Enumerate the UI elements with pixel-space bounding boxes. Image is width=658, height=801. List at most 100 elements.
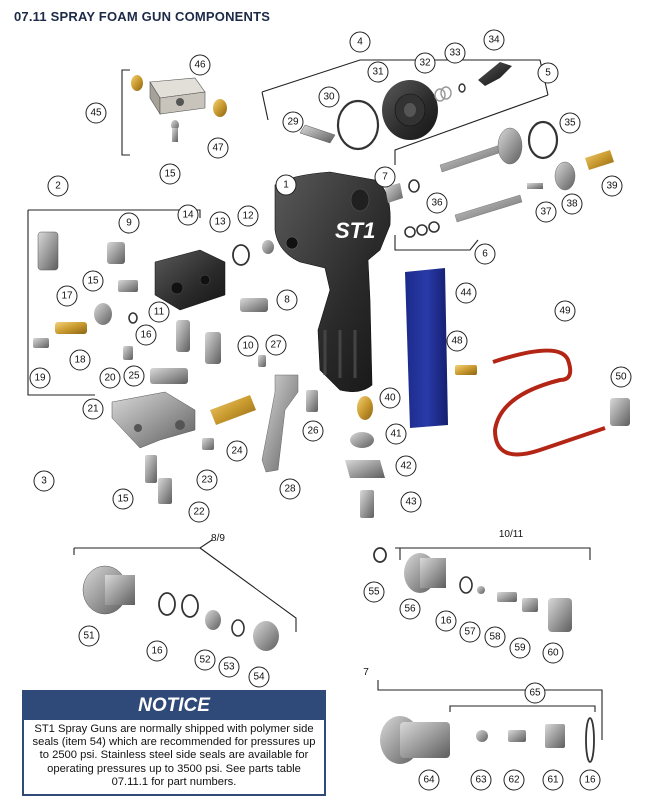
callout-54: 54 [248,666,270,688]
part-31-end-cap [382,80,438,140]
svg-text:7: 7 [382,172,388,183]
part-33-o-ring [458,83,466,93]
part-46-block [131,75,227,142]
svg-text:3: 3 [41,476,47,487]
svg-text:20: 20 [104,373,116,384]
part-50-ball-valve [610,398,630,426]
callout-4: 4 [349,31,371,53]
svg-text:16: 16 [440,616,452,627]
svg-text:6: 6 [482,249,488,260]
callout-8: 8 [276,289,298,311]
svg-text:43: 43 [405,497,417,508]
svg-text:60: 60 [547,648,559,659]
svg-text:19: 19 [34,373,46,384]
callout-64: 64 [418,769,440,791]
part-57-ball [477,586,485,594]
callout-40: 40 [379,387,401,409]
callout-23: 23 [196,469,218,491]
part-37-pin [527,183,543,189]
svg-text:29: 29 [287,117,299,128]
part-18-fitting [55,322,87,334]
svg-text:18: 18 [74,355,86,366]
part-16-o-ring-b [158,592,176,616]
callout-2: 2 [47,175,69,197]
part-58-spring [497,592,517,602]
callout-16a: 16 [135,324,157,346]
part-61-retainer [545,724,565,748]
callout-53: 53 [218,656,240,678]
callout-55: 55 [363,581,385,603]
callout-3: 3 [33,470,55,492]
callout-52: 52 [194,649,216,671]
part-51-side-seal [82,565,135,615]
part-35-o-ring [527,120,559,160]
part-49-hose [492,348,606,457]
callout-15c: 15 [159,163,181,185]
svg-text:15: 15 [87,276,99,287]
part-13-o-ring [232,244,250,266]
svg-text:35: 35 [564,118,576,129]
callout-6: 6 [474,243,496,265]
part-55-o-ring [373,547,387,563]
part-8-plug [240,298,268,312]
svg-text:22: 22 [193,507,205,518]
svg-text:61: 61 [547,775,559,786]
callout-34: 34 [483,29,505,51]
part-53-o-ring [231,619,245,637]
part-6-rod-assembly [439,127,523,223]
gun-logo: ST1 [335,218,375,243]
part-6-o-ring-b [416,224,428,236]
callout-45: 45 [85,102,107,124]
svg-text:56: 56 [404,604,416,615]
svg-text:47: 47 [212,143,224,154]
svg-text:53: 53 [223,662,235,673]
part-36-o-ring [408,179,420,193]
svg-text:32: 32 [419,58,431,69]
part-15-fitting-a [118,280,138,292]
part-25-coupler [150,368,188,384]
callout-58: 58 [484,626,506,648]
callout-36: 36 [426,192,448,214]
callout-63: 63 [470,769,492,791]
callout-17: 17 [56,285,78,307]
part-54-seal [253,621,279,651]
part-23-nut [202,438,214,450]
part-26-pin [306,390,318,412]
callout-42: 42 [395,455,417,477]
callout-56: 56 [399,598,421,620]
callout-51: 51 [78,625,100,647]
part-15-fitting-b [145,455,157,483]
part-34-knob [478,62,512,86]
svg-text:63: 63 [475,775,487,786]
part-12-washer [262,240,274,254]
callout-27: 27 [265,334,287,356]
callout-60: 60 [542,642,564,664]
svg-text:10: 10 [242,341,254,352]
svg-text:33: 33 [449,48,461,59]
part-60-screen [548,598,572,632]
callout-21: 21 [82,398,104,420]
svg-text:52: 52 [199,655,211,666]
callout-19: 19 [29,367,51,389]
callout-59: 59 [509,637,531,659]
svg-text:38: 38 [566,199,578,210]
part-43-fitting [360,490,374,518]
part-19-fitting [33,338,49,348]
svg-text:11: 11 [154,307,165,318]
svg-text:58: 58 [489,632,501,643]
part-42-clip [345,460,385,478]
part-24-brass-fitting [210,395,256,425]
group-label-g89: 8/9 [211,533,225,544]
callout-50: 50 [610,366,632,388]
svg-text:39: 39 [606,181,618,192]
svg-text:25: 25 [128,371,140,382]
svg-text:15: 15 [117,494,129,505]
callout-10: 10 [237,335,259,357]
svg-text:62: 62 [508,775,520,786]
callout-26: 26 [302,420,324,442]
svg-text:64: 64 [423,775,435,786]
svg-text:41: 41 [390,429,402,440]
part-62-spring [508,730,526,742]
svg-text:13: 13 [214,217,226,228]
